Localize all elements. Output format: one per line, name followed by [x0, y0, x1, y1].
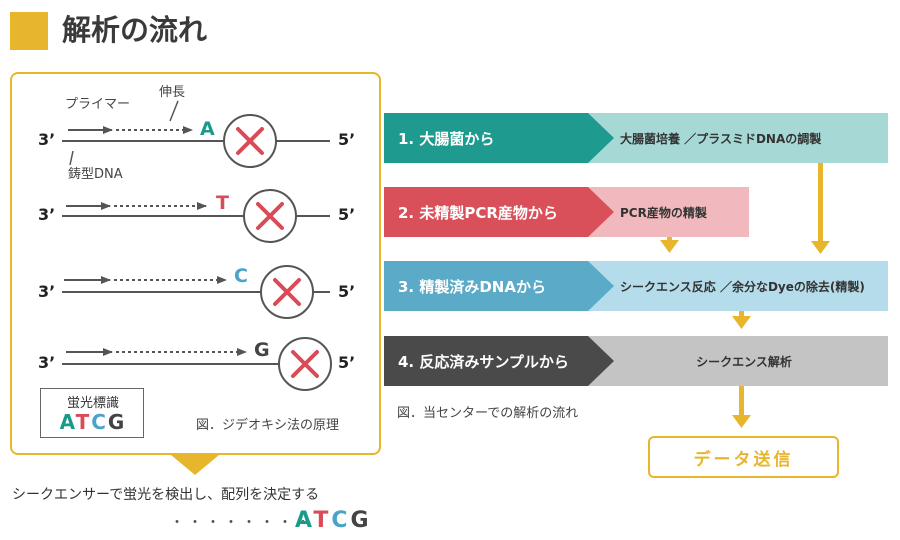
flow-row-2-note: PCR産物の精製 [620, 205, 707, 220]
flow-row-1-label: 1. 大腸菌から [398, 129, 495, 148]
flow-row-2-label: 2. 未精製PCR産物から [398, 203, 558, 222]
flow-row-3-note-bg [586, 261, 888, 311]
primer-label: プライマー [65, 97, 130, 112]
row1-x-mark [236, 127, 264, 155]
flow-row-3 [384, 261, 888, 311]
flow-row-3-label-bg [384, 261, 614, 311]
strand-row-1: 3’ 5’ A プライマー 伸長 鋳型DNA [38, 85, 355, 182]
flow-row-4 [384, 336, 888, 386]
title-accent-square [10, 12, 48, 50]
legend-letter-c: C [91, 410, 108, 434]
row2-3prime: 3’ [38, 205, 55, 224]
legend-letters: ATCG [41, 410, 145, 434]
flow-row-3-label: 3. 精製済みDNAから [398, 277, 546, 296]
row3-3prime: 3’ [38, 282, 55, 301]
row1-5prime: 5’ [338, 130, 355, 149]
flow-arrow-4 [732, 386, 751, 428]
flow-caption: 図．当センターでの解析の流れ [397, 406, 579, 421]
flow-row-1-note-bg [586, 113, 888, 163]
row2-base: T [216, 192, 229, 214]
flow-row-1-label-bg [384, 113, 614, 163]
sequence-dots: ・・・・・・・・・ [170, 515, 332, 531]
page-title: 解析の流れ [62, 13, 208, 47]
flow-row-2-note-bg [586, 187, 749, 237]
seq-letter-g: G [350, 508, 372, 533]
panel-pointer-arrow [171, 455, 219, 475]
data-send-box: データ送信 [648, 436, 839, 478]
fluorescent-label-legend: 蛍光標識 ATCG [40, 388, 144, 438]
sequence-result: ATCG [295, 508, 372, 533]
flow-row-3-note: シークエンス反応 ／余分なDyeの除去(精製) [620, 279, 865, 294]
diagram-caption: 図．ジデオキシ法の原理 [196, 418, 340, 433]
strand-row-4: 3’ 5’ G [38, 337, 355, 391]
row3-base: C [234, 265, 248, 287]
row4-5prime: 5’ [338, 353, 355, 372]
flow-row-4-note: シークエンス解析 [696, 354, 792, 369]
row4-x-mark [291, 350, 319, 378]
row2-5prime: 5’ [338, 205, 355, 224]
flow-arrow-3 [732, 311, 751, 329]
template-label: 鋳型DNA [68, 166, 123, 182]
seq-letter-c: C [331, 508, 351, 533]
row4-3prime: 3’ [38, 353, 55, 372]
legend-letter-a: A [59, 410, 76, 434]
sequencer-description: シークエンサーで蛍光を検出し、配列を決定する [12, 487, 320, 503]
legend-letter-g: G [107, 410, 127, 434]
flow-row-2-label-bg [384, 187, 614, 237]
extension-label: 伸長 [159, 85, 185, 100]
strand-row-2: 3’ 5’ T [38, 189, 355, 243]
flow-row-4-note-bg [586, 336, 888, 386]
flow-arrow-1 [811, 163, 830, 254]
row4-base: G [254, 339, 270, 361]
row3-5prime: 5’ [338, 282, 355, 301]
seq-letter-a: A [295, 508, 314, 533]
flow-row-4-label: 4. 反応済みサンプルから [398, 352, 569, 371]
flow-row-1 [384, 113, 888, 163]
seq-letter-t: T [313, 508, 332, 533]
flow-row-1-note: 大腸菌培養 ／プラスミドDNAの調製 [620, 131, 822, 146]
legend-title: 蛍光標識 [66, 396, 119, 411]
strand-row-3: 3’ 5’ C [38, 265, 355, 319]
flow-row-2 [384, 187, 749, 237]
row1-base: A [200, 118, 215, 140]
row2-x-mark [256, 202, 284, 230]
row1-3prime: 3’ [38, 130, 55, 149]
flow-row-4-label-bg [384, 336, 614, 386]
flow-arrow-2 [660, 237, 679, 253]
row3-x-mark [273, 278, 301, 306]
legend-letter-t: T [75, 410, 92, 434]
